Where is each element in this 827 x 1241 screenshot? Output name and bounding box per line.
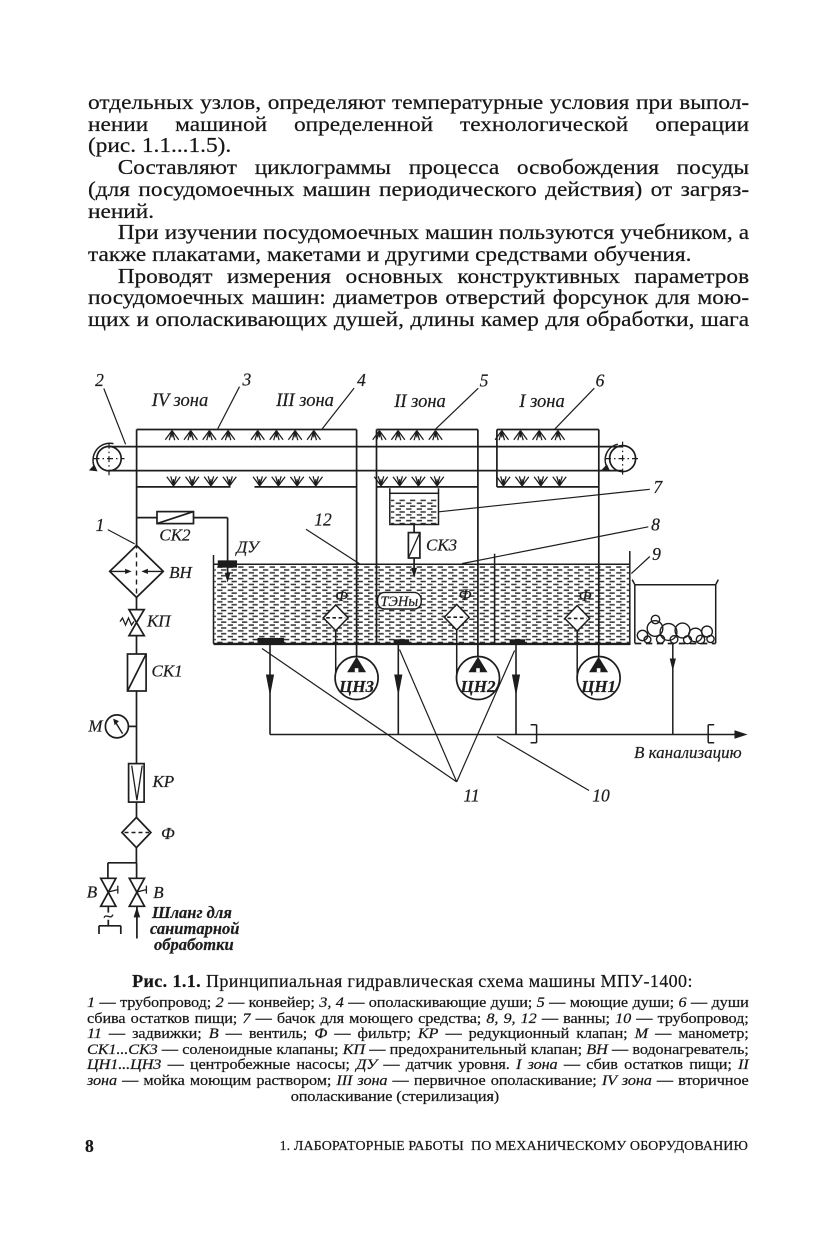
svg-text:8: 8	[651, 515, 660, 535]
svg-text:М: М	[87, 717, 103, 736]
svg-text:10: 10	[592, 786, 610, 806]
svg-text:СК3: СК3	[426, 536, 457, 555]
svg-text:Шланг для: Шланг для	[151, 903, 232, 922]
svg-text:I зона: I зона	[518, 392, 564, 412]
svg-text:СК1: СК1	[152, 662, 183, 681]
svg-text:4: 4	[357, 370, 366, 390]
svg-text:ВН: ВН	[169, 563, 193, 582]
svg-text:СК2: СК2	[159, 526, 191, 545]
svg-text:Ф: Ф	[459, 587, 472, 604]
svg-text:ЦН2: ЦН2	[460, 677, 496, 696]
svg-text:1: 1	[96, 515, 105, 535]
svg-text:12: 12	[314, 510, 332, 530]
svg-text:11: 11	[463, 786, 479, 806]
svg-text:IV зона: IV зона	[151, 391, 208, 411]
svg-text:обработки: обработки	[154, 935, 234, 954]
svg-text:Ф: Ф	[579, 588, 592, 605]
svg-text:2: 2	[95, 370, 104, 390]
svg-text:ЦН1: ЦН1	[580, 677, 616, 696]
svg-text:ТЭНы: ТЭНы	[380, 594, 418, 610]
svg-text:7: 7	[653, 477, 663, 497]
svg-text:КР: КР	[152, 772, 175, 791]
svg-text:3: 3	[242, 370, 252, 390]
svg-text:Ф: Ф	[161, 824, 175, 843]
svg-text:5: 5	[480, 371, 489, 391]
svg-text:В канализацию: В канализацию	[634, 743, 742, 762]
svg-text:III зона: III зона	[275, 391, 334, 411]
svg-text:ДУ: ДУ	[234, 538, 261, 557]
svg-text:9: 9	[652, 544, 661, 564]
svg-text:В: В	[153, 883, 164, 902]
svg-text:санитарной: санитарной	[150, 919, 239, 938]
svg-text:КП: КП	[146, 612, 172, 631]
svg-text:Ф: Ф	[335, 588, 348, 605]
svg-text:II зона: II зона	[393, 392, 446, 412]
svg-text:6: 6	[596, 371, 605, 391]
svg-text:В: В	[87, 883, 98, 902]
svg-text:ЦН3: ЦН3	[338, 677, 374, 696]
